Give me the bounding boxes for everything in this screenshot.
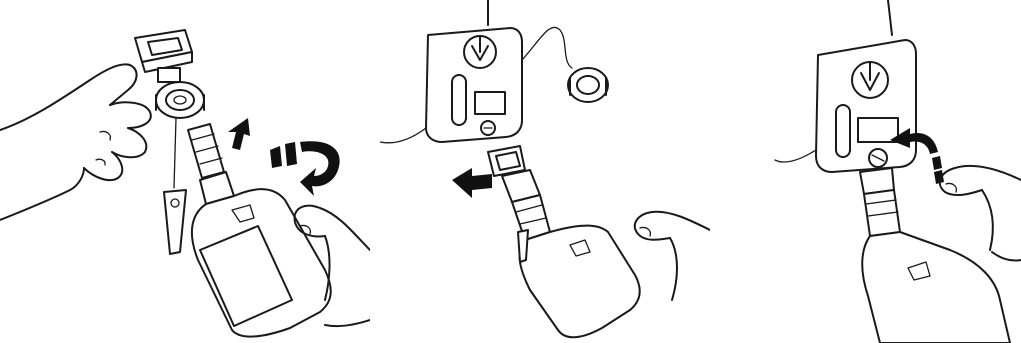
right-hand <box>635 212 710 300</box>
fluid-bottle <box>488 146 640 337</box>
key-tag <box>164 118 186 254</box>
panel-step-1 <box>0 0 370 343</box>
fluid-bottle <box>188 124 331 337</box>
machine-housing <box>775 40 916 172</box>
machine-housing <box>380 28 522 143</box>
right-hand <box>940 166 1021 261</box>
reservoir-cap <box>522 27 608 102</box>
fill-port-screw <box>869 149 887 167</box>
arrow-up-icon <box>228 118 250 150</box>
left-hand <box>0 64 151 220</box>
panel-step-2 <box>380 0 710 343</box>
fluid-bottle <box>860 168 1010 343</box>
cap-adapter <box>135 30 192 82</box>
reservoir-cap <box>156 82 204 118</box>
insert-arrow-icon <box>452 168 492 198</box>
rotate-arrow-icon <box>270 141 340 196</box>
tube <box>888 0 892 35</box>
panel-step-3 <box>760 0 1021 343</box>
